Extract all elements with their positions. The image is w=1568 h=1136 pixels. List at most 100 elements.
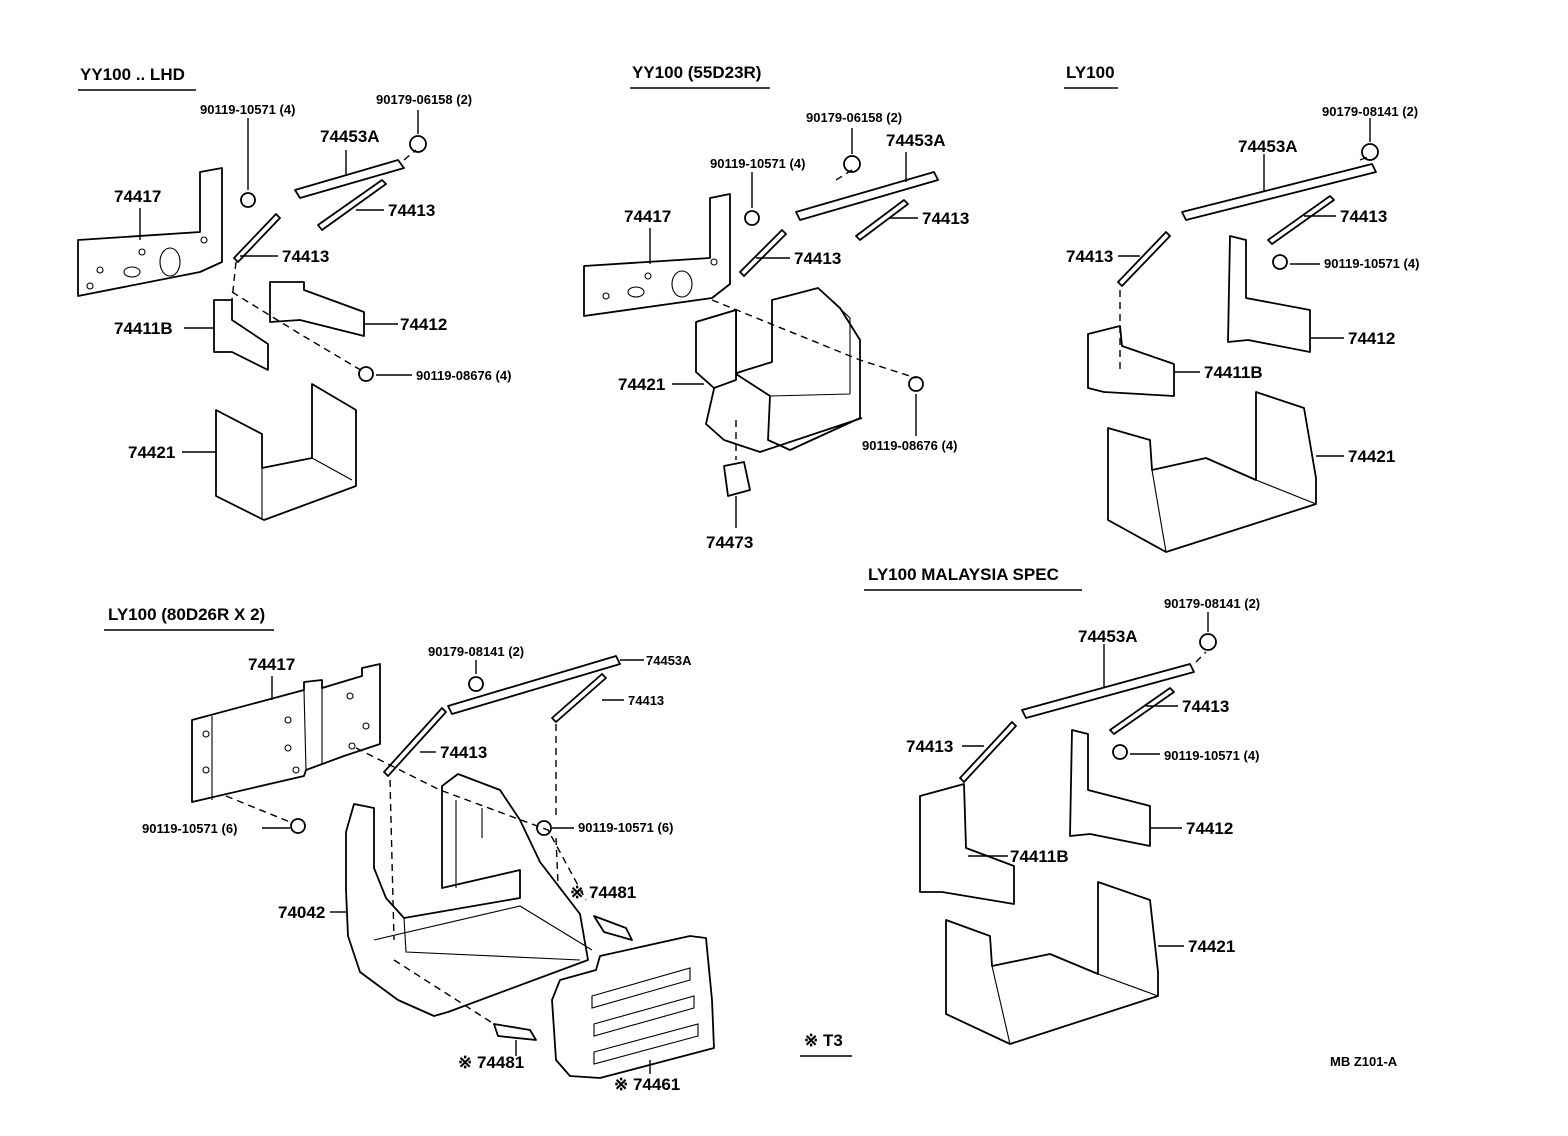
callout-74453A: 74453A bbox=[646, 653, 692, 668]
callout-90179-08141: 90179-08141 (2) bbox=[428, 644, 524, 659]
callout-74473: 74473 bbox=[706, 533, 753, 552]
callout-74417: 74417 bbox=[114, 187, 161, 206]
callout-74413: 74413 bbox=[922, 209, 969, 228]
section-title-yy100-55d23r: YY100 (55D23R) bbox=[632, 63, 761, 82]
section-yy100-lhd: YY100 .. LHD 90119-10571 (4) 90179-06158… bbox=[77, 65, 511, 521]
hold-down-bar-74453A bbox=[447, 655, 621, 715]
bracket-74417 bbox=[583, 193, 731, 317]
bracket-74411B bbox=[213, 299, 269, 371]
bracket-hole bbox=[123, 266, 141, 278]
callout-74453A: 74453A bbox=[1238, 137, 1298, 156]
callout-74461: ※ 74461 bbox=[614, 1075, 680, 1094]
j-bolt-74413 bbox=[1109, 687, 1175, 735]
assembly-line bbox=[231, 291, 365, 373]
section-ly100-80d26r-x2: LY100 (80D26R X 2) 74417 90179-0814 bbox=[104, 605, 715, 1094]
battery-tray-74421 bbox=[945, 881, 1159, 1045]
j-bolt-74413 bbox=[739, 229, 787, 277]
j-bolt-74413 bbox=[1117, 231, 1171, 287]
assembly-line bbox=[835, 169, 853, 181]
section-title-ly100: LY100 bbox=[1066, 63, 1115, 82]
battery-tray-74421 bbox=[215, 383, 357, 521]
assembly-line bbox=[389, 779, 395, 941]
assembly-line bbox=[225, 795, 291, 823]
callout-90119-08676: 90119-08676 (4) bbox=[416, 368, 511, 383]
callout-90119-10571: 90119-10571 (4) bbox=[1324, 256, 1419, 271]
bolt-90119-08676 bbox=[908, 376, 924, 392]
callout-74481-upper: ※ 74481 bbox=[570, 883, 636, 902]
spacer-74473 bbox=[723, 461, 751, 497]
callout-74413: 74413 bbox=[1340, 207, 1387, 226]
callout-74453A: 74453A bbox=[1078, 627, 1138, 646]
callout-74413-b: 74413 bbox=[794, 249, 841, 268]
nut-90179-08141 bbox=[1199, 633, 1217, 651]
callout-74453A: 74453A bbox=[886, 131, 946, 150]
callout-74421: 74421 bbox=[1188, 937, 1235, 956]
assembly-line bbox=[231, 261, 237, 301]
bolt-90119-10571 bbox=[290, 818, 306, 834]
callout-74453A: 74453A bbox=[320, 127, 380, 146]
nut-90179-08141 bbox=[468, 676, 484, 692]
callout-90179-06158: 90179-06158 (2) bbox=[806, 110, 902, 125]
bracket-74411B bbox=[919, 783, 1015, 905]
callout-90119-08676: 90119-08676 (4) bbox=[862, 438, 957, 453]
bolt-90119-10571 bbox=[1112, 744, 1128, 760]
callout-90119-10571-6-left: 90119-10571 (6) bbox=[142, 821, 237, 836]
assembly-line bbox=[1359, 155, 1371, 161]
battery-tray-74042 bbox=[345, 773, 589, 1017]
section-title-ly100-malaysia-spec: LY100 MALAYSIA SPEC bbox=[868, 565, 1059, 584]
hold-down-bar-74453A bbox=[1021, 663, 1195, 719]
callout-74411B: 74411B bbox=[114, 319, 173, 338]
bracket-hole bbox=[159, 247, 181, 277]
hold-down-bar-74453A bbox=[795, 171, 939, 221]
clamp-74481 bbox=[593, 915, 633, 941]
callout-74421: 74421 bbox=[128, 443, 175, 462]
section-ly100: LY100 90179-08141 (2) 74453A 74413 74413… bbox=[1064, 63, 1419, 553]
tray-side-flap bbox=[695, 309, 737, 389]
clamp-74481 bbox=[493, 1023, 537, 1041]
bracket-74412 bbox=[1227, 235, 1311, 353]
j-bolt-74413 bbox=[551, 673, 607, 723]
callout-74413-b: 74413 bbox=[282, 247, 329, 266]
j-bolt-74413 bbox=[1267, 195, 1335, 245]
assembly-line bbox=[393, 959, 495, 1025]
section-yy100-55d23r: YY100 (55D23R) 90179-06158 (2) 90119-105… bbox=[583, 63, 969, 552]
bracket-74412 bbox=[269, 281, 365, 337]
bolt-90119-10571 bbox=[240, 192, 256, 208]
callout-74413-b: 74413 bbox=[906, 737, 953, 756]
section-title-ly100-80d26r-x2: LY100 (80D26R X 2) bbox=[108, 605, 265, 624]
hold-down-bar-74453A bbox=[294, 159, 405, 199]
j-bolt-74413 bbox=[317, 179, 387, 231]
callout-74413: 74413 bbox=[1182, 697, 1229, 716]
j-bolt-74413 bbox=[959, 721, 1017, 783]
bracket-74411B bbox=[1087, 325, 1175, 397]
callout-90179-08141: 90179-08141 (2) bbox=[1164, 596, 1260, 611]
nut-90179-08141 bbox=[1361, 143, 1379, 161]
sheet-footer: ※ T3 MB Z101-A bbox=[800, 1031, 1398, 1069]
callout-74412: 74412 bbox=[1348, 329, 1395, 348]
callout-90119-10571-6-right: 90119-10571 (6) bbox=[578, 820, 673, 835]
bolt-90119-10571 bbox=[1272, 254, 1288, 270]
hold-down-bar-74453A bbox=[1181, 163, 1377, 221]
callout-74413: 74413 bbox=[628, 693, 664, 708]
nut-90179-06158 bbox=[843, 155, 861, 173]
callout-90119-10571: 90119-10571 (4) bbox=[1164, 748, 1259, 763]
callout-74481-lower: ※ 74481 bbox=[458, 1053, 524, 1072]
j-bolt-74413 bbox=[383, 707, 447, 777]
callout-74413-b: 74413 bbox=[440, 743, 487, 762]
bracket-74417 bbox=[191, 663, 381, 803]
callout-74412: 74412 bbox=[400, 315, 447, 334]
callout-90119-10571: 90119-10571 (4) bbox=[200, 102, 295, 117]
assembly-line bbox=[555, 837, 559, 885]
callout-74417: 74417 bbox=[248, 655, 295, 674]
assembly-line bbox=[403, 149, 417, 161]
bracket-74412 bbox=[1069, 729, 1151, 847]
j-bolt-74413 bbox=[855, 199, 909, 241]
assembly-line bbox=[711, 299, 917, 379]
section-title-yy100-lhd: YY100 .. LHD bbox=[80, 65, 185, 84]
callout-74413: 74413 bbox=[388, 201, 435, 220]
assembly-line bbox=[1195, 651, 1207, 663]
section-ly100-malaysia-spec: LY100 MALAYSIA SPEC 90179-08141 (2) 7445… bbox=[864, 565, 1260, 1045]
bolt-90119-08676 bbox=[358, 366, 374, 382]
note-t3: ※ T3 bbox=[804, 1031, 843, 1050]
